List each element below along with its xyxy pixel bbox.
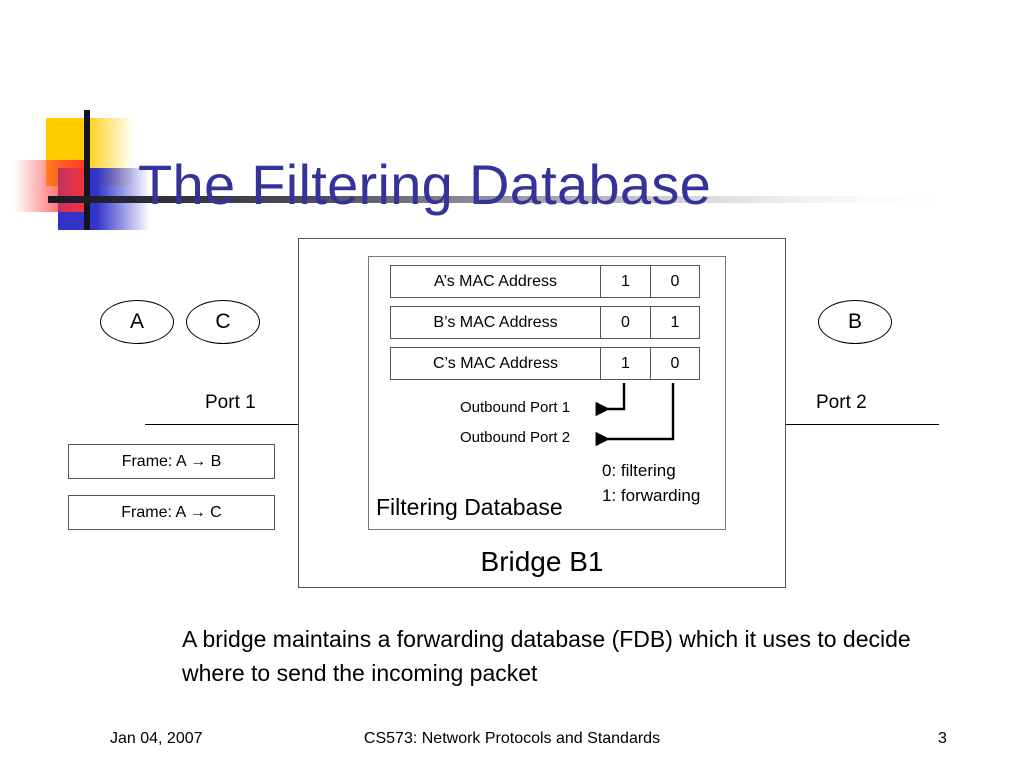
legend-line-forwarding: 1: forwarding: [602, 485, 701, 505]
node-c: C: [186, 300, 260, 344]
bridge-label: Bridge B1: [480, 546, 604, 577]
outbound-port-1-label: Outbound Port 1: [460, 399, 571, 416]
filtering-database-caption: Filtering Database: [376, 494, 563, 520]
filtering-database-table: A’s MAC Address 1 0 B’s MAC Address 0 1 …: [390, 265, 700, 388]
footer-date: Jan 04, 2007: [110, 730, 203, 747]
table-cell-mac: B’s MAC Address: [390, 306, 600, 339]
frame-box-a-to-b-label: Frame: A → B: [121, 452, 222, 470]
footer-course: CS573: Network Protocols and Standards: [363, 730, 661, 747]
table-cell-port2: 0: [650, 265, 700, 298]
frame-box-a-to-c: Frame: A → C: [68, 495, 275, 530]
filtering-database-box: [368, 256, 726, 530]
port-2-line: [784, 424, 939, 425]
arrow-outbound-port-2: [595, 383, 675, 447]
slide-footer: Jan 04, 2007 CS573: Network Protocols an…: [0, 730, 1024, 760]
table-cell-port1: 0: [600, 306, 650, 339]
table-cell-mac: A’s MAC Address: [390, 265, 600, 298]
logo-blue-square: [58, 168, 150, 230]
logo-vertical-bar: [84, 110, 90, 230]
body-text: A bridge maintains a forwarding database…: [182, 626, 911, 687]
logo-red-square: [14, 160, 90, 212]
page-title: The Filtering Database: [138, 152, 712, 216]
node-c-label: C: [215, 310, 231, 333]
table-row: A’s MAC Address 1 0: [390, 265, 700, 298]
port-1-line: [145, 424, 300, 425]
table-cell-port1: 1: [600, 347, 650, 380]
legend-line-filtering: 0: filtering: [602, 461, 676, 480]
table-cell-port2: 1: [650, 306, 700, 339]
table-cell-port1: 1: [600, 265, 650, 298]
node-a: A: [100, 300, 174, 344]
node-a-label: A: [129, 310, 144, 333]
outbound-port-arrows: [595, 383, 675, 447]
table-cell-mac: C’s MAC Address: [390, 347, 600, 380]
filtering-legend: 0: filtering 1: forwarding: [602, 459, 700, 508]
footer-page-number: 3: [938, 730, 947, 747]
logo-yellow-square: [46, 118, 134, 186]
arrow-outbound-port-1: [595, 383, 626, 417]
table-row: B’s MAC Address 0 1: [390, 306, 700, 339]
table-cell-port2: 0: [650, 347, 700, 380]
table-row: C’s MAC Address 1 0: [390, 347, 700, 380]
node-b: B: [818, 300, 892, 344]
port-1-label: Port 1: [205, 392, 256, 413]
frame-box-a-to-b: Frame: A → B: [68, 444, 275, 479]
node-b-label: B: [847, 310, 862, 333]
frame-box-a-to-c-label: Frame: A → C: [121, 503, 222, 521]
outbound-port-2-label: Outbound Port 2: [460, 429, 571, 446]
port-2-label: Port 2: [816, 392, 867, 413]
